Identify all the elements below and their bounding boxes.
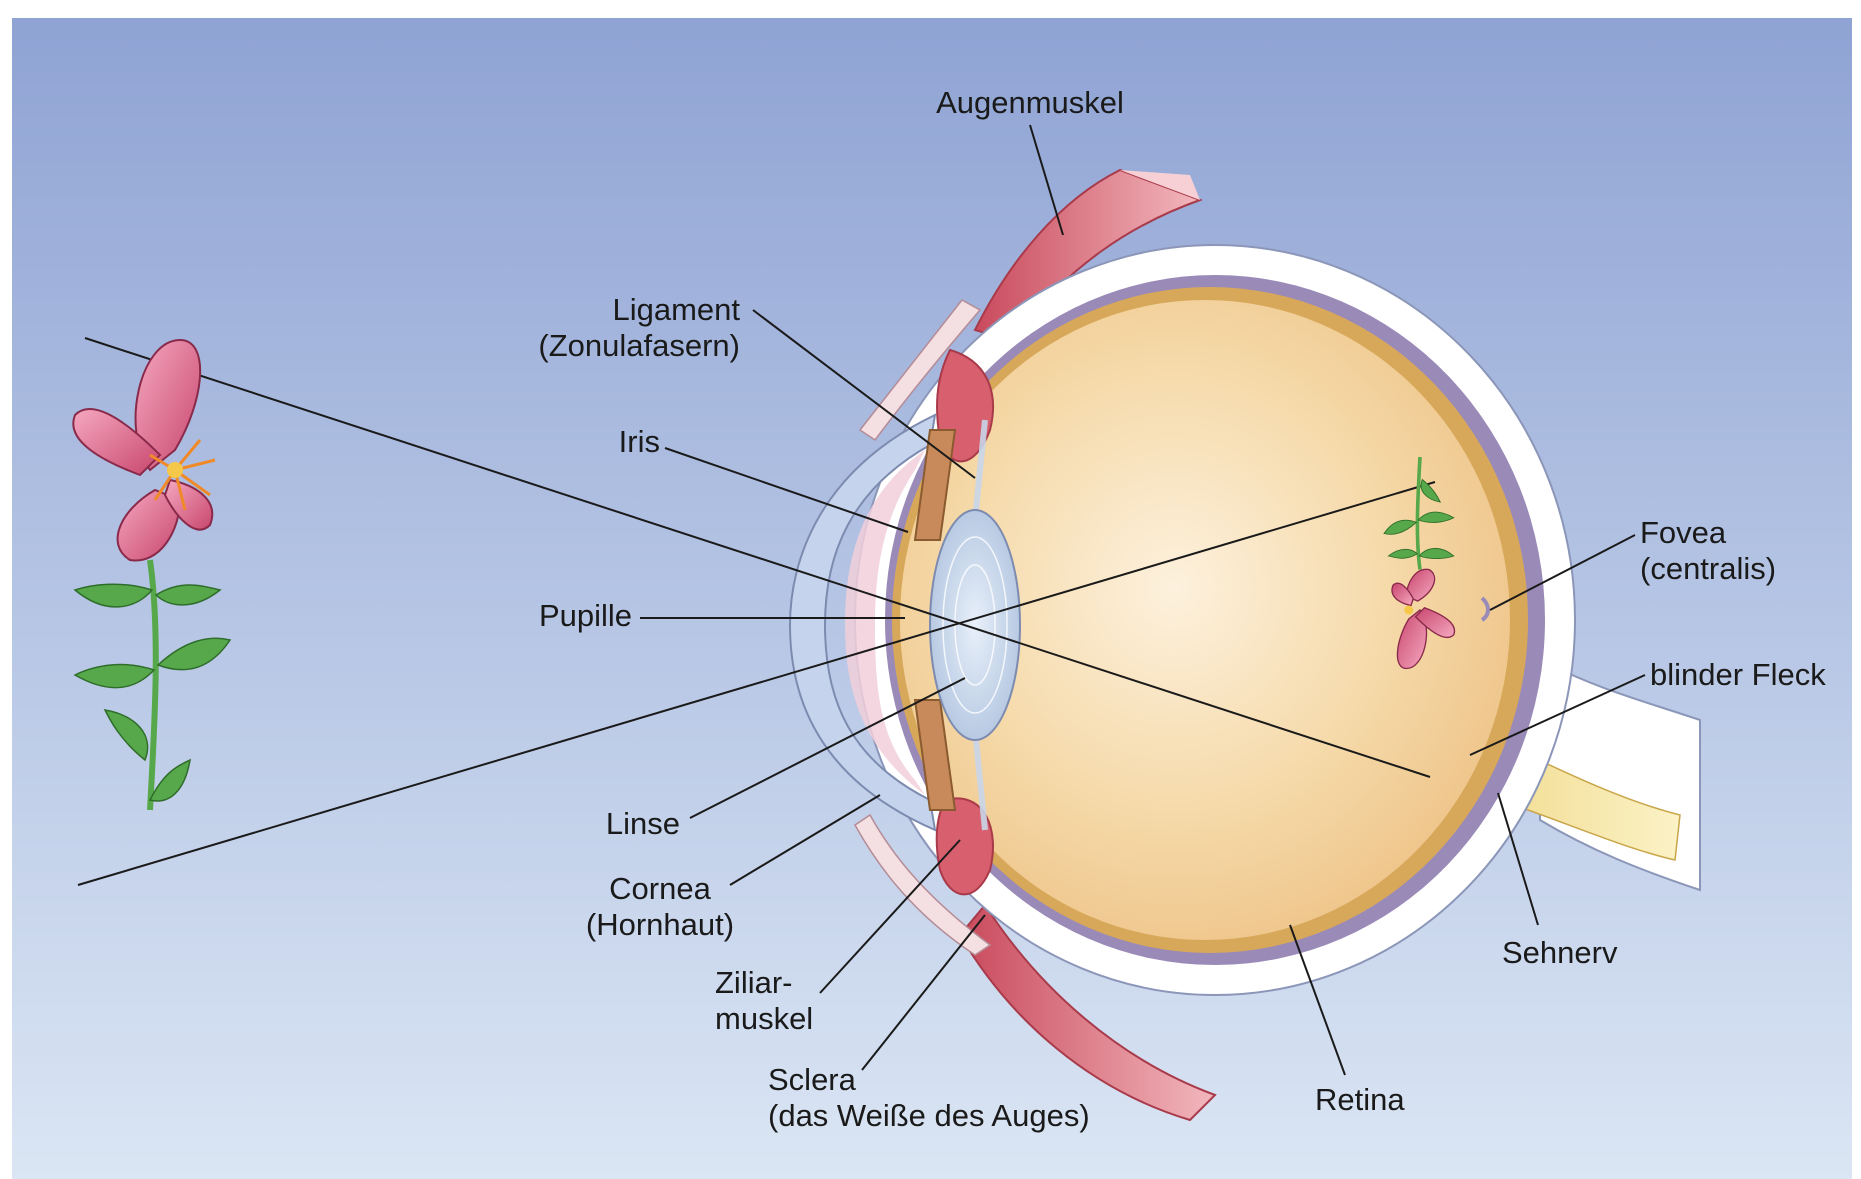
flower-icon (72, 338, 232, 811)
label-sclera: Sclera (das Weiße des Auges) (768, 1062, 1128, 1134)
iris (913, 429, 957, 541)
label-ziliarmuskel-line1: Ziliar- (715, 965, 793, 1000)
label-ligament-line1: Ligament (612, 292, 740, 327)
label-iris: Iris (560, 424, 660, 460)
label-sehnerv-text: Sehnerv (1502, 935, 1618, 970)
label-pupille: Pupille (500, 598, 632, 634)
label-cornea-line1: Cornea (609, 871, 711, 906)
label-sehnerv: Sehnerv (1502, 935, 1662, 971)
label-linse: Linse (560, 806, 680, 842)
label-cornea-line2: (Hornhaut) (585, 907, 735, 942)
fovea-notch (1480, 596, 1490, 622)
zonular-fibers (972, 419, 988, 831)
label-blinder-fleck-text: blinder Fleck (1650, 657, 1826, 692)
label-retina: Retina (1315, 1082, 1455, 1118)
label-ligament-line2: (Zonulafasern) (538, 328, 740, 363)
label-fovea-line1: Fovea (1640, 515, 1727, 550)
inverted-flower-icon (1383, 456, 1456, 670)
label-linse-text: Linse (605, 806, 680, 841)
vitreous-body (900, 300, 1510, 940)
label-fovea: Fovea (centralis) (1640, 515, 1840, 587)
label-sclera-line1: Sclera (768, 1062, 856, 1097)
light-rays (77, 337, 1436, 886)
label-ziliarmuskel: Ziliar- muskel (715, 965, 855, 1037)
label-pupille-text: Pupille (538, 598, 632, 633)
label-ziliarmuskel-line2: muskel (715, 1001, 814, 1036)
cornea (788, 413, 937, 832)
label-fovea-line2: (centralis) (1640, 551, 1777, 586)
label-cornea: Cornea (Hornhaut) (560, 871, 760, 943)
lens (929, 509, 1021, 741)
label-ligament: Ligament (Zonulafasern) (520, 292, 740, 364)
label-iris-text: Iris (618, 424, 660, 459)
label-sclera-line2: (das Weiße des Auges) (768, 1098, 1090, 1133)
leader-lines (640, 124, 1646, 1076)
label-retina-text: Retina (1315, 1082, 1405, 1117)
label-blinder-fleck: blinder Fleck (1650, 657, 1850, 693)
label-augenmuskel: Augenmuskel (920, 85, 1140, 121)
label-augenmuskel-text: Augenmuskel (936, 85, 1124, 120)
